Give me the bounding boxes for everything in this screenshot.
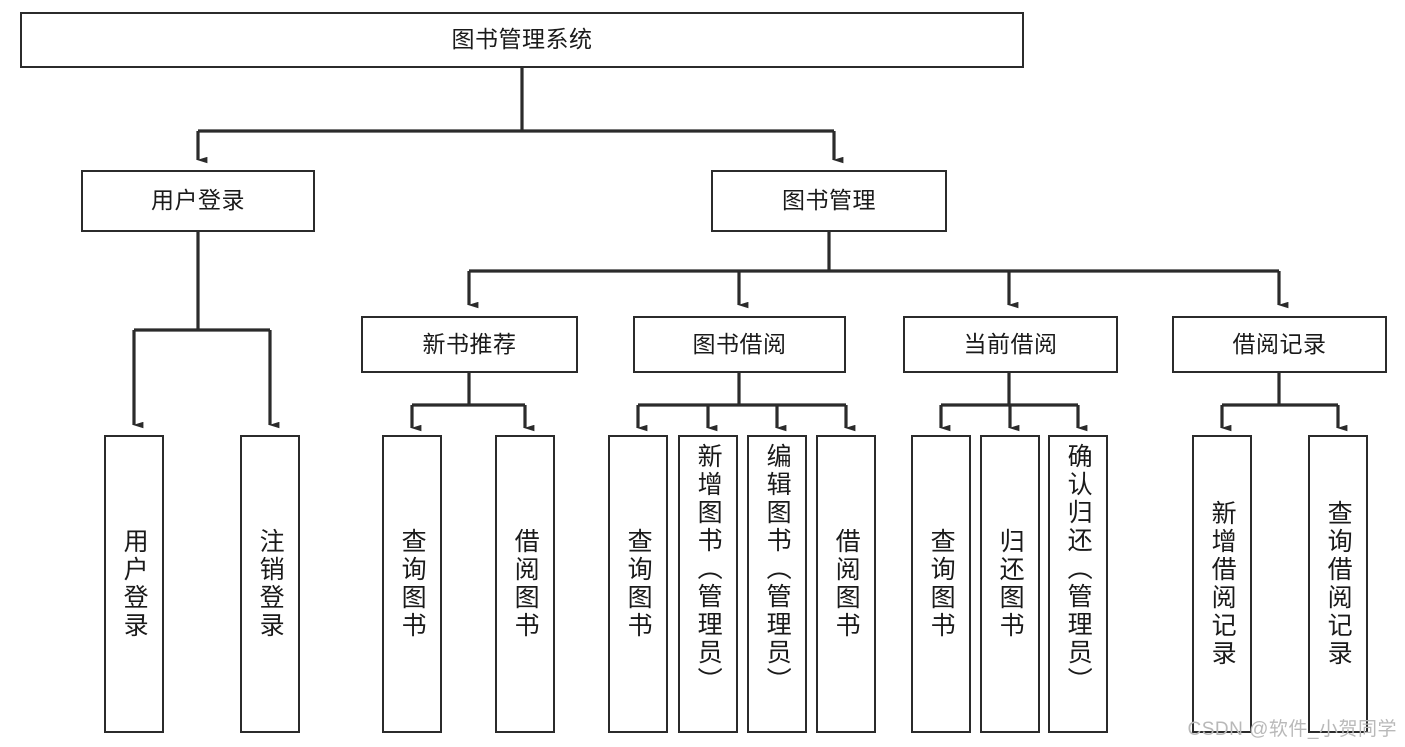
node-leaf-borrow-book-2-label: 借阅图书: [832, 528, 861, 640]
node-leaf-add-record-label: 新增借阅记录: [1208, 500, 1237, 668]
node-leaf-logout[interactable]: 注销登录: [240, 435, 300, 733]
node-leaf-add-record[interactable]: 新增借阅记录: [1192, 435, 1252, 733]
node-leaf-confirm-return[interactable]: 确认归还（管理员）: [1048, 435, 1108, 733]
node-leaf-user-login[interactable]: 用户登录: [104, 435, 164, 733]
node-leaf-confirm-return-label: 确认归还（管理员）: [1064, 443, 1093, 695]
node-user-login-label: 用户登录: [151, 187, 245, 214]
node-leaf-query-book-3-label: 查询图书: [927, 528, 956, 640]
node-current-borrow-label: 当前借阅: [963, 330, 1058, 357]
node-leaf-add-book-label: 新增图书（管理员）: [694, 443, 723, 695]
node-book-borrow[interactable]: 图书借阅: [633, 316, 846, 373]
node-leaf-query-book-2-label: 查询图书: [624, 528, 653, 640]
node-root[interactable]: 图书管理系统: [20, 12, 1024, 68]
node-new-book-rec[interactable]: 新书推荐: [361, 316, 578, 373]
watermark-text: CSDN @软件_小贺同学: [1187, 719, 1397, 740]
node-leaf-query-record[interactable]: 查询借阅记录: [1308, 435, 1368, 733]
node-leaf-return-book[interactable]: 归还图书: [980, 435, 1040, 733]
node-leaf-query-record-label: 查询借阅记录: [1324, 500, 1353, 668]
node-leaf-return-book-label: 归还图书: [996, 528, 1025, 640]
node-user-login[interactable]: 用户登录: [81, 170, 315, 232]
node-leaf-logout-label: 注销登录: [256, 528, 285, 640]
node-leaf-borrow-book-2[interactable]: 借阅图书: [816, 435, 876, 733]
node-leaf-query-book-1[interactable]: 查询图书: [382, 435, 442, 733]
node-new-book-rec-label: 新书推荐: [422, 330, 517, 357]
node-book-manage-label: 图书管理: [782, 187, 876, 214]
node-leaf-query-book-1-label: 查询图书: [398, 528, 427, 640]
node-borrow-record-label: 借阅记录: [1232, 330, 1327, 357]
node-leaf-borrow-book-1-label: 借阅图书: [511, 528, 540, 640]
node-leaf-user-login-label: 用户登录: [120, 528, 149, 640]
node-leaf-query-book-3[interactable]: 查询图书: [911, 435, 971, 733]
node-leaf-query-book-2[interactable]: 查询图书: [608, 435, 668, 733]
node-leaf-borrow-book-1[interactable]: 借阅图书: [495, 435, 555, 733]
node-book-manage[interactable]: 图书管理: [711, 170, 947, 232]
node-leaf-edit-book-label: 编辑图书（管理员）: [763, 443, 792, 695]
node-leaf-edit-book[interactable]: 编辑图书（管理员）: [747, 435, 807, 733]
node-leaf-add-book[interactable]: 新增图书（管理员）: [678, 435, 738, 733]
node-current-borrow[interactable]: 当前借阅: [903, 316, 1118, 373]
node-borrow-record[interactable]: 借阅记录: [1172, 316, 1387, 373]
node-root-label: 图书管理系统: [451, 26, 593, 53]
node-book-borrow-label: 图书借阅: [692, 330, 787, 357]
